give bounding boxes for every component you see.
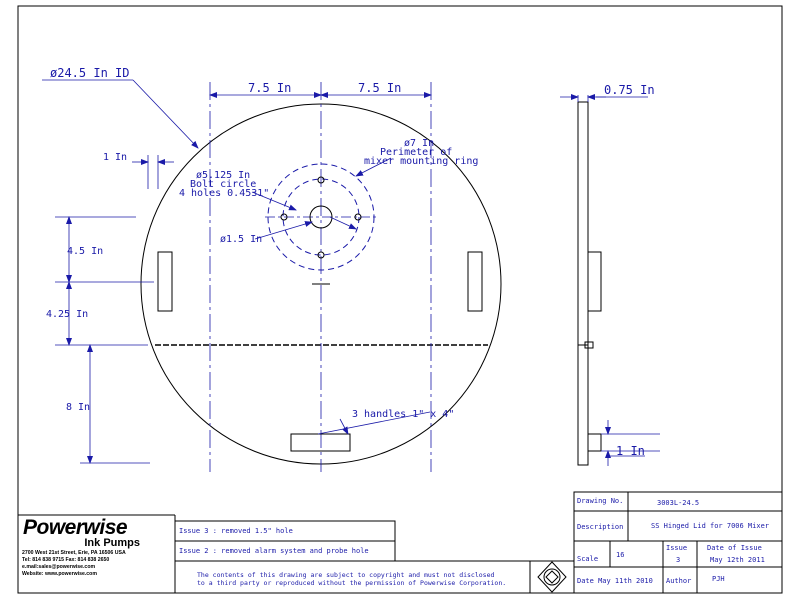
bolt-hole [317, 251, 325, 259]
drawing-no: 3003L-24.5 [657, 499, 699, 507]
dim-bolt-circle-label: Bolt circle [190, 179, 256, 190]
bolt-hole [354, 213, 362, 221]
handle [290, 433, 351, 452]
dim-mixer-ring-label2: mixer mounting ring [364, 156, 478, 167]
bolt-hole [317, 176, 325, 184]
slot-right [467, 251, 483, 312]
side-tab-lower [587, 433, 602, 452]
drawing-no-label: Drawing No. [577, 497, 623, 505]
author: PJH [712, 575, 725, 583]
dim-4-25: 4.25 In [46, 309, 88, 320]
dim-mixer-ring-diameter: ø7 In [404, 138, 434, 149]
scale: 16 [616, 551, 624, 559]
dim-side-thickness: 0.75 In [604, 83, 655, 97]
dim-4-5: 4.5 In [67, 246, 103, 257]
company-name: Powerwise [23, 516, 128, 539]
side-view: 0.75 In 1 In [560, 83, 660, 466]
side-tab-upper [587, 251, 602, 312]
dim-mixer-ring-label1: Perimeter of [380, 147, 452, 158]
dim-left-half: 7.5 In [248, 81, 291, 95]
copyright-line1: The contents of this drawing are subject… [197, 571, 494, 579]
date-of-issue-label: Date of Issue [707, 544, 762, 552]
bolt-circle [282, 178, 360, 256]
description-label: Description [577, 523, 623, 531]
dim-bolt-circle-diameter: ø5.125 In [196, 170, 250, 181]
mixer-ring [267, 163, 375, 271]
issue: 3 [676, 556, 680, 564]
copyright-line2: to a third party or reproduced without t… [197, 579, 506, 587]
company-email: e.mail:sales@powerwise.com [22, 564, 96, 570]
powerwise-logo-icon [537, 561, 567, 593]
company-block: Powerwise Ink Pumps 2700 West 21st Stree… [22, 516, 174, 592]
company-website: Website: www.powerwise.com [22, 571, 97, 577]
center-hole [309, 205, 333, 229]
title-block: Issue 3 : removed 1.5" hole Issue 2 : re… [18, 491, 783, 594]
dim-center-hole: ø1.5 In [220, 234, 262, 245]
date-of-issue: May 12th 2011 [710, 556, 765, 564]
company-address: 2700 West 21st Street, Erie, PA 16506 US… [22, 550, 126, 556]
slot-left [157, 251, 173, 312]
date: Date May 11th 2010 [577, 577, 653, 585]
drawing-border [17, 5, 783, 594]
dim-id-diameter: ø24.5 In ID [50, 66, 129, 80]
revision-3: Issue 3 : removed 1.5" hole [179, 527, 293, 535]
dim-side-one-inch: 1 In [616, 444, 645, 458]
plan-view: 7.5 In 7.5 In ø24.5 In ID 1 In ø7 In Per… [42, 66, 502, 472]
description: SS Hinged Lid for 7006 Mixer [651, 522, 769, 530]
company-phone: Tel: 814 838 9715 Fax: 814 838 2650 [22, 557, 110, 563]
dim-8: 8 In [66, 402, 90, 413]
side-plate [577, 101, 589, 466]
dim-handles: 3 handles 1" x 4" [352, 409, 454, 420]
author-label: Author [666, 577, 691, 585]
dim-right-half: 7.5 In [358, 81, 401, 95]
revision-2: Issue 2 : removed alarm system and probe… [179, 547, 369, 555]
scale-label: Scale [577, 555, 598, 563]
bolt-hole [280, 213, 288, 221]
issue-label: Issue [666, 544, 687, 552]
company-sub: Ink Pumps [84, 537, 140, 549]
dim-bolt-holes: 4 holes 0.4531" [179, 188, 269, 199]
dim-one-inch: 1 In [103, 152, 127, 163]
